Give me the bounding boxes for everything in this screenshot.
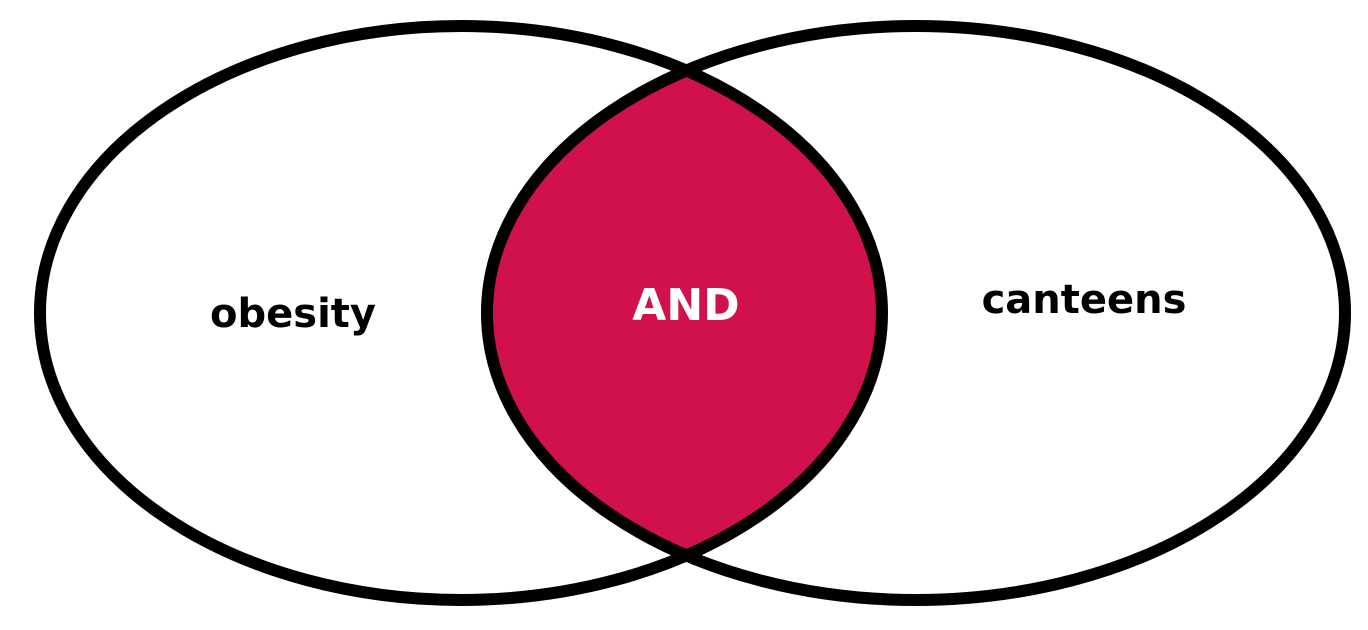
set-obesity-outline	[34, 20, 888, 606]
set-label-obesity: obesity	[210, 291, 376, 337]
set-canteens-outline	[481, 20, 1351, 606]
intersection-label: AND	[632, 280, 739, 331]
intersection-region	[487, 26, 882, 600]
set-label-canteens: canteens	[982, 277, 1187, 323]
